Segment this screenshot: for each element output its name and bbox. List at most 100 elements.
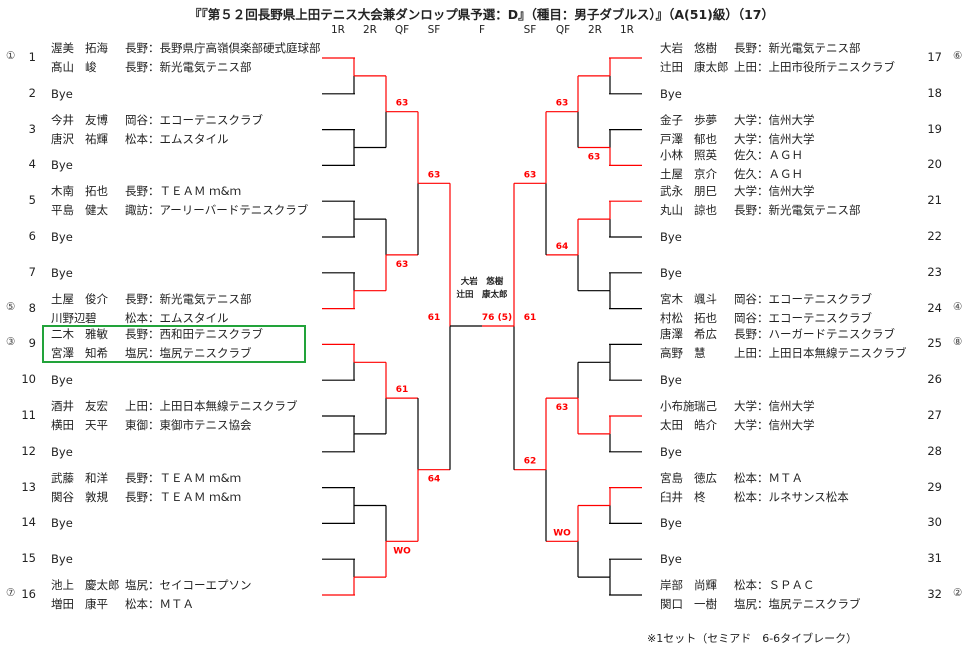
match-score: 61	[524, 313, 537, 323]
seed-badge: ⑧	[953, 336, 963, 349]
bye-label: Bye	[660, 516, 682, 531]
player-club: 塩尻：セイコーエプソン	[125, 578, 252, 592]
player-family-name: 土屋	[51, 291, 74, 306]
player-family-name: 村松	[660, 310, 683, 325]
player-club: 上田：上田日本無線テニスクラブ	[734, 346, 907, 361]
player-family-name: 増田	[51, 597, 74, 611]
player-given-name: 一樹	[694, 597, 717, 611]
seed-badge: ⑦	[6, 587, 16, 599]
seed-badge: ⑥	[953, 50, 963, 62]
player-family-name: 宮島	[660, 470, 683, 485]
player-row: 武永朋巳 大学：信州大学	[660, 182, 815, 200]
player-club: 諏訪：アーリーバードテニスクラブ	[125, 203, 309, 218]
round-header-right-sf: SF	[523, 24, 537, 36]
player-row: 土屋俊介 長野：新光電気テニス部	[51, 290, 252, 308]
seed-badge: ⑤	[6, 300, 16, 313]
entry-number: 8	[28, 300, 36, 315]
player-given-name: 康平	[85, 597, 108, 611]
player-row: 今井友博岡谷：エコーテニスクラブ	[51, 111, 263, 129]
bye-label: Bye	[51, 86, 73, 101]
player-club: 岡谷：エコーテニスクラブ	[734, 310, 872, 325]
player-given-name: 颯斗	[694, 291, 717, 306]
player-family-name: 辻田	[660, 60, 683, 74]
player-club: 大学：信州大学	[734, 131, 815, 146]
match-score: 61	[428, 313, 441, 323]
player-given-name: 慶太郎	[85, 578, 120, 592]
player-club: 松本：ＭＴＡ	[734, 470, 803, 485]
player-given-name: 敦規	[85, 489, 108, 504]
entry-number: 19	[927, 121, 942, 136]
match-score: 61	[396, 385, 409, 395]
player-club: 長野：新光電気テニス部	[734, 41, 861, 55]
player-family-name: 高野	[660, 346, 683, 361]
entry-number: 9	[28, 336, 36, 351]
player-given-name: 健太	[85, 203, 108, 218]
player-given-name: 拓海	[85, 41, 108, 55]
round-header-right-2r: 2R	[588, 24, 602, 36]
bye-label: Bye	[660, 444, 682, 459]
entry-number: 23	[927, 264, 942, 279]
bye-label: Bye	[660, 265, 682, 280]
player-club: 松本：エムスタイル	[125, 131, 229, 146]
player-family-name: 渥美	[51, 41, 74, 55]
player-family-name: 髙山	[51, 60, 74, 74]
player-family-name: 関谷	[51, 489, 74, 504]
player-row: 臼井柊松本：ルネサンス松本	[660, 488, 849, 506]
player-row: 増田康平松本：ＭＴＡ	[51, 595, 194, 613]
entry-number: 15	[21, 551, 36, 566]
match-score: WO	[393, 546, 411, 556]
player-club: 岡谷：エコーテニスクラブ	[734, 291, 872, 306]
player-given-name: 郁也	[694, 131, 717, 146]
player-row: 平島健太 諏訪：アーリーバードテニスクラブ	[51, 201, 308, 219]
player-club: 塩尻：塩尻テニスクラブ	[125, 346, 252, 361]
player-family-name: 池上	[51, 578, 74, 592]
player-club: 佐久：ＡＧＨ	[734, 148, 803, 163]
entry-number: 17	[927, 50, 942, 64]
round-header-left-1r: 1R	[331, 24, 345, 36]
player-given-name: 和洋	[85, 470, 108, 485]
entry-number: 32	[927, 587, 942, 601]
player-row: 金子歩夢大学：信州大学	[660, 111, 815, 129]
player-given-name: 朋巳	[694, 184, 717, 199]
round-header-final: F	[478, 24, 486, 36]
entry-number: 22	[927, 229, 942, 243]
player-given-name: 俊介	[85, 291, 108, 306]
player-club: 長野：ＴＥＡＭ ｍ&ｍ	[125, 184, 242, 199]
bye-label: Bye	[660, 230, 682, 244]
player-club: 松本：ＳＰＡＣ	[734, 578, 815, 592]
player-row: 横田天平東御：東御市テニス協会	[51, 416, 252, 434]
player-given-name: 碧	[85, 310, 97, 325]
round-header-right-1r: 1R	[620, 24, 634, 36]
player-club: 大学：信州大学	[734, 399, 815, 413]
player-given-name: 康太郎	[694, 60, 729, 74]
player-family-name: 太田	[660, 418, 683, 432]
player-family-name: 唐沢	[51, 131, 74, 146]
match-score: 64	[428, 475, 441, 485]
player-family-name: 武永	[660, 184, 683, 199]
player-club: 長野：ハーガードテニスクラブ	[734, 327, 895, 342]
player-club: 大学：信州大学	[734, 184, 815, 199]
player-club: 松本：エムスタイル	[125, 310, 229, 325]
player-club: 長野：新光電気テニス部	[125, 291, 252, 306]
player-given-name: 拓也	[85, 184, 108, 199]
seed-badge: ①	[6, 50, 16, 62]
entry-number: 30	[927, 515, 942, 530]
entry-number: 27	[927, 408, 942, 422]
entry-number: 14	[21, 515, 36, 530]
player-family-name: 金子	[660, 112, 683, 127]
player-family-name: 平島	[51, 203, 74, 218]
player-row: 小林照英佐久：ＡＧＨ	[660, 146, 803, 164]
player-row: 唐沢祐輝松本：エムスタイル	[51, 130, 229, 148]
bye-label: Bye	[51, 444, 73, 459]
entry-number: 18	[927, 85, 942, 100]
player-family-name: 土屋	[660, 167, 683, 182]
player-row: 宮澤知希塩尻：塩尻テニスクラブ	[51, 344, 252, 362]
champion-player-2: 辻田 康太郎	[456, 290, 508, 300]
bye-label: Bye	[51, 230, 73, 244]
player-club: 長野：長野県庁高嶺倶楽部硬式庭球部	[125, 41, 321, 55]
entry-number: 7	[28, 264, 36, 279]
player-club: 東御：東御市テニス協会	[125, 418, 252, 432]
player-given-name: 天平	[85, 418, 108, 432]
player-given-name: 峻	[85, 60, 97, 74]
player-club: 岡谷：エコーテニスクラブ	[125, 112, 263, 127]
